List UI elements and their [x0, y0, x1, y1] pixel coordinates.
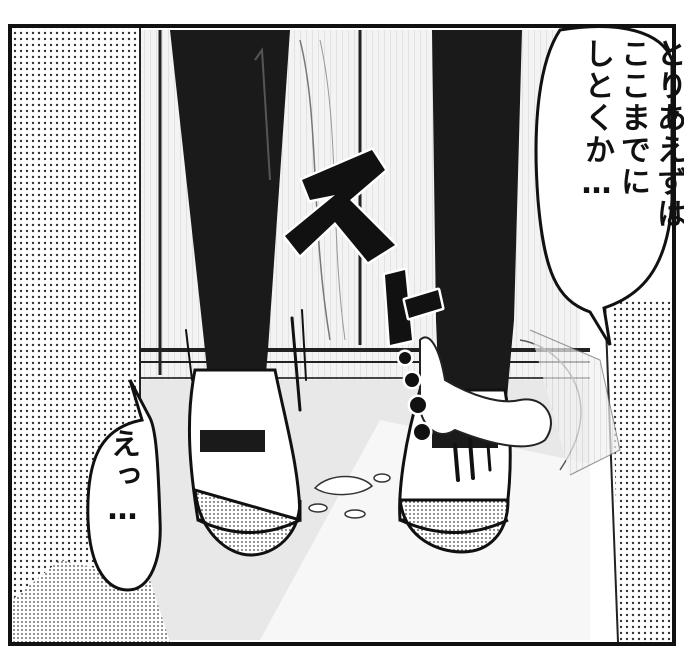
speech-bubble-left — [86, 379, 162, 592]
left-leg — [170, 30, 290, 420]
sfx-sutton — [282, 147, 445, 443]
hand — [419, 329, 621, 476]
speech-text-left: えっ… — [105, 428, 140, 529]
right-leg — [432, 30, 522, 420]
left-shoe — [187, 368, 302, 557]
right-wall-tone — [590, 299, 672, 643]
speech-bubble-right — [534, 25, 674, 346]
speech-text-right: とりあえずは ここまでに しとくか… — [579, 38, 684, 230]
motion-lines — [185, 309, 492, 482]
